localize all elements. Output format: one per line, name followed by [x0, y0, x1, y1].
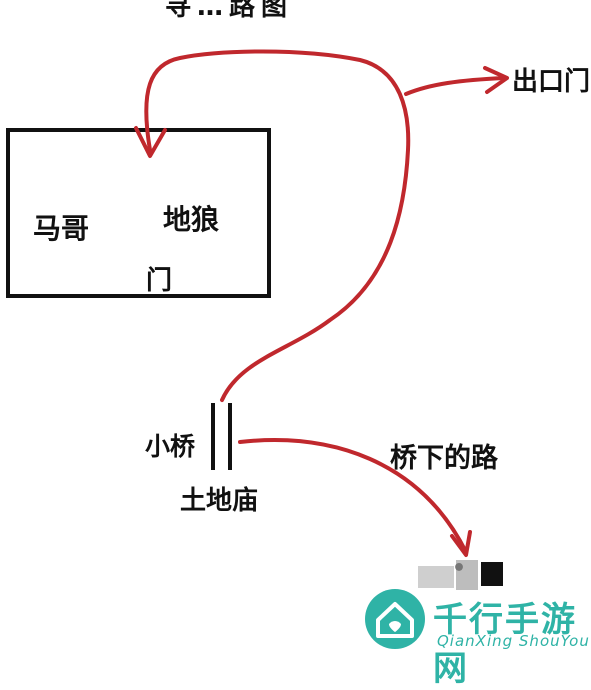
- route-exit-arrowhead: [483, 66, 509, 94]
- watermark-house-icon: [365, 589, 425, 649]
- route-under-bridge-arrowhead: [450, 530, 472, 557]
- blurred-mark-black: [481, 562, 503, 586]
- label-exit: 出口门: [512, 67, 591, 97]
- map-title-fragment: 寻…路图: [165, 0, 294, 22]
- watermark-subtitle: QianXing ShouYou: [437, 632, 590, 650]
- route-main-arrowhead: [134, 126, 167, 158]
- label-tu-di-miao: 土地庙: [180, 486, 259, 516]
- label-ma-ge: 马哥: [33, 212, 90, 245]
- label-men: 门: [146, 266, 173, 296]
- blurred-mark-gray-2: [456, 560, 478, 590]
- label-blurred: •: [452, 556, 467, 581]
- label-xiao-qiao: 小桥: [145, 432, 196, 461]
- label-di-lang: 地狼: [163, 203, 220, 236]
- route-exit-arrow: [404, 76, 507, 96]
- route-main-arrow: [144, 49, 411, 402]
- route-under-bridge-arrow: [238, 438, 468, 554]
- map-canvas: 寻…路图 马哥 地狼 门 出口门 小桥 土地庙 桥下的路 • 千行手游: [6, 0, 591, 689]
- blurred-mark-gray: [418, 566, 454, 588]
- label-qiao-xia: 桥下的路: [390, 443, 498, 474]
